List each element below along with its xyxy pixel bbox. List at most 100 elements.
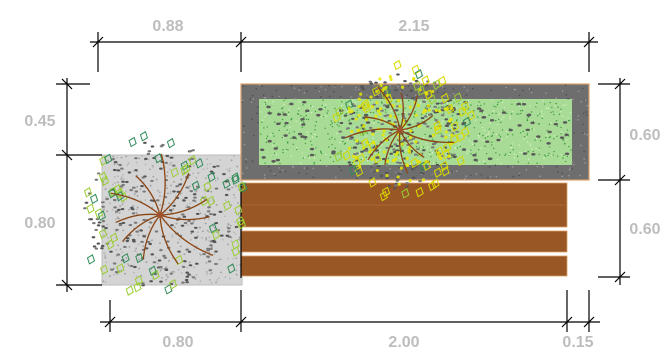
- bed-dot: [307, 112, 309, 114]
- shrub-dot: [188, 264, 193, 267]
- bed-dot: [535, 104, 537, 107]
- gravel-dot: [202, 230, 204, 233]
- gravel-dot: [177, 268, 180, 271]
- gravel-dot: [168, 202, 171, 205]
- gravel-dot: [106, 210, 109, 213]
- bed-dot: [422, 146, 425, 148]
- planter-speckle: [253, 134, 255, 137]
- shrub-dot: [452, 155, 457, 159]
- shrub-dot: [131, 186, 136, 189]
- deck-board: [240, 255, 568, 277]
- planter-speckle: [290, 84, 293, 87]
- bed-dot: [278, 129, 280, 131]
- bed-dot: [260, 133, 262, 135]
- shrub-dot: [352, 153, 357, 156]
- gravel-dot: [196, 231, 199, 234]
- shrub-dot: [385, 106, 390, 109]
- gravel-dot: [237, 214, 240, 217]
- branch: [159, 214, 214, 257]
- gravel-dot: [220, 258, 223, 261]
- planter-speckle: [389, 84, 391, 87]
- shrub-dot: [182, 199, 186, 202]
- bed-dot: [519, 151, 521, 154]
- planter-speckle: [333, 84, 336, 87]
- gravel-dot: [180, 178, 183, 181]
- shrub-dot: [224, 193, 229, 197]
- bed-dot: [545, 136, 547, 139]
- bed-dot: [557, 106, 559, 108]
- leaf: [433, 120, 442, 131]
- shrub-dot: [448, 94, 452, 97]
- shrub-dot: [379, 174, 384, 177]
- leaf: [83, 187, 93, 198]
- gravel-dot: [238, 238, 240, 241]
- shrub-dot: [207, 260, 212, 263]
- gravel-dot: [182, 171, 185, 174]
- bed-dot: [324, 115, 327, 117]
- yellow-foliage: [355, 139, 359, 143]
- planter-speckle: [577, 115, 580, 117]
- bed-dot: [504, 154, 506, 157]
- yellow-foliage: [408, 178, 412, 183]
- planter-speckle: [471, 87, 474, 90]
- bed-dot: [470, 149, 472, 151]
- shrub-dot: [209, 247, 213, 250]
- bed-dot: [328, 146, 330, 148]
- leaf: [237, 181, 246, 193]
- gravel-dot: [228, 170, 231, 172]
- shrub-dot: [165, 154, 170, 158]
- bed-dot: [554, 105, 557, 107]
- bed-dot: [283, 125, 285, 128]
- bed-dot: [509, 118, 511, 120]
- yellow-foliage: [381, 133, 385, 137]
- bed-dot: [349, 103, 351, 106]
- shrub-dot: [187, 250, 192, 253]
- bed-dot: [538, 148, 540, 151]
- gravel-dot: [172, 270, 175, 273]
- gravel-dot: [210, 272, 213, 274]
- bed-dot: [531, 148, 533, 150]
- pebble: [526, 113, 531, 117]
- planter-speckle: [284, 170, 287, 172]
- pebble: [479, 109, 484, 112]
- bed-dot: [298, 100, 301, 103]
- leaf: [236, 216, 245, 227]
- shrub-dot: [96, 242, 101, 245]
- planter-speckle: [249, 98, 252, 101]
- planter-speckle: [320, 95, 322, 98]
- bed-dot: [506, 136, 508, 138]
- bed-dot: [332, 160, 335, 163]
- bed-dot: [560, 154, 563, 156]
- gravel-dot: [119, 205, 121, 207]
- shrub-dot: [444, 118, 449, 121]
- planter-speckle: [340, 169, 343, 172]
- planter-speckle: [358, 88, 360, 91]
- yellow-foliage: [357, 104, 361, 109]
- leaf: [431, 178, 440, 189]
- bed-dot: [546, 129, 548, 132]
- shrub-dot: [130, 206, 134, 209]
- shrub-dot: [206, 247, 210, 250]
- gravel-dot: [186, 224, 189, 227]
- bed-dot: [272, 132, 274, 134]
- gravel-dot: [122, 229, 125, 232]
- gravel-dot: [228, 167, 231, 170]
- gravel-dot: [199, 253, 202, 256]
- bed-dot: [477, 116, 479, 118]
- yellow-foliage: [379, 83, 383, 87]
- bed-dot: [488, 128, 491, 130]
- gravel-dot: [224, 276, 227, 279]
- shrub-dot: [352, 104, 357, 108]
- gravel-dot: [231, 186, 234, 189]
- gravel-dot: [166, 276, 169, 279]
- pebble: [473, 158, 478, 162]
- gravel-dot: [158, 191, 161, 194]
- gravel-dot: [192, 172, 194, 175]
- bed-dot: [303, 116, 305, 119]
- bed-dot: [327, 110, 329, 112]
- planter-speckle: [341, 85, 343, 88]
- gravel-dot: [202, 168, 205, 171]
- shrub-dot: [185, 248, 189, 251]
- bed-dot: [500, 121, 502, 124]
- bed-dot: [386, 163, 388, 165]
